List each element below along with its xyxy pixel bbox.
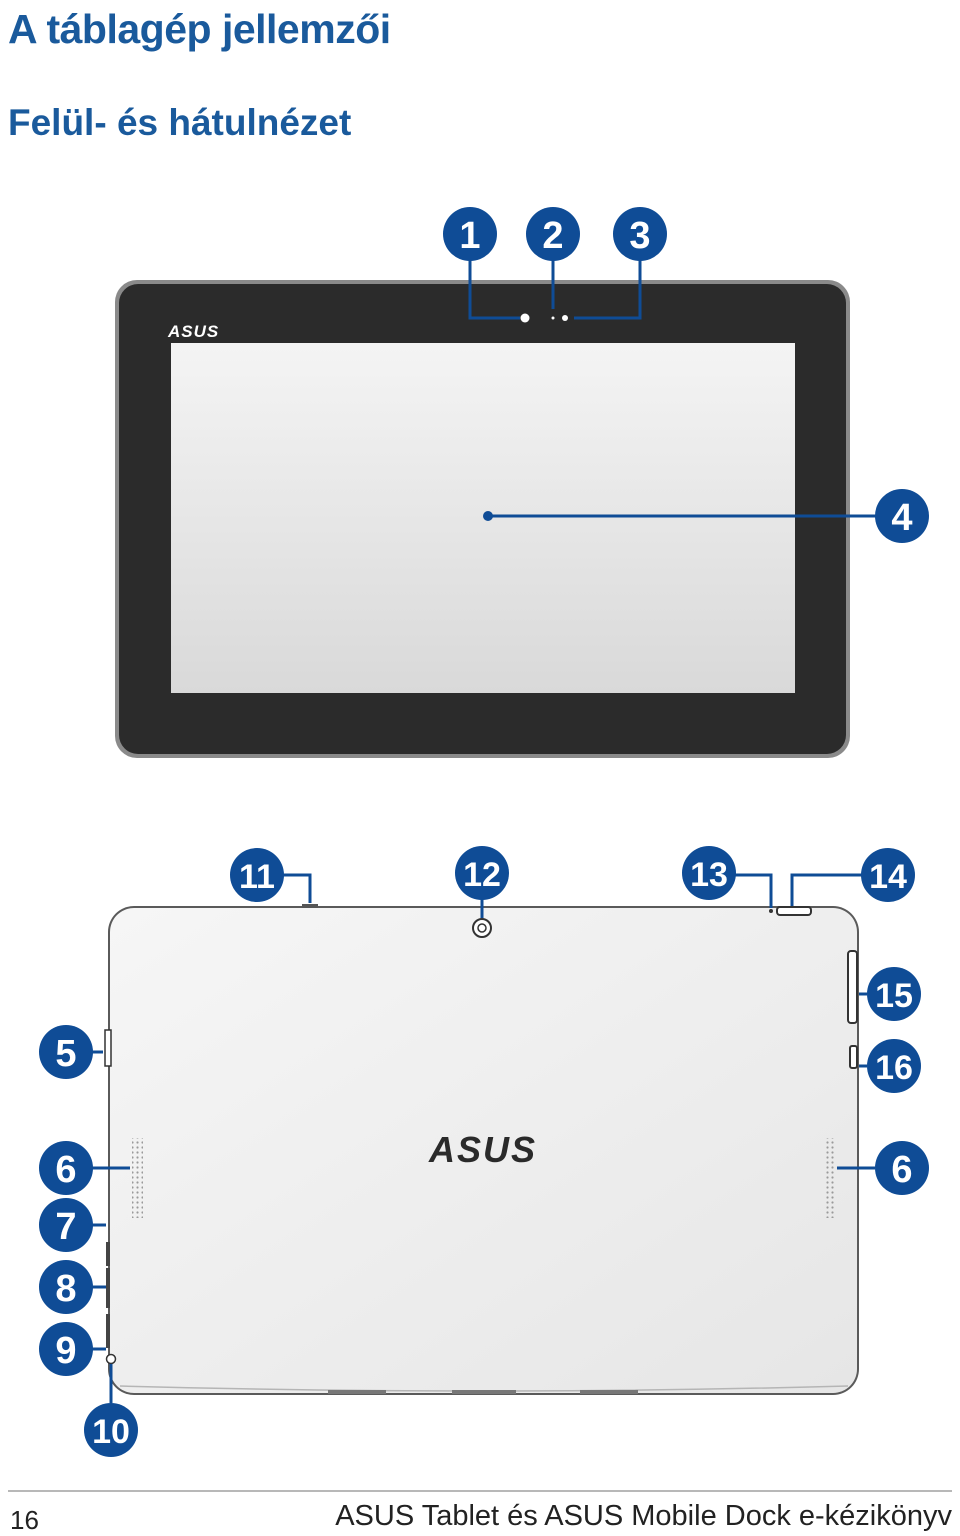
- callout-9: 9: [39, 1322, 93, 1376]
- callout-13: 13: [682, 846, 736, 900]
- card-slot: [106, 1314, 110, 1348]
- dock-slot-right: [580, 1390, 638, 1394]
- svg-text:16: 16: [875, 1049, 913, 1087]
- callout-5: 5: [39, 1025, 93, 1079]
- footer-document-title: ASUS Tablet és ASUS Mobile Dock e-kézikö…: [335, 1500, 952, 1532]
- callout-8: 8: [39, 1260, 93, 1314]
- micro-usb-port: [106, 1242, 110, 1266]
- screen-pointer-dot: [483, 511, 493, 521]
- callout-14: 14: [861, 848, 915, 902]
- callout-15: 15: [867, 967, 921, 1021]
- hdmi-port: [106, 1268, 110, 1308]
- section-subtitle: Felül- és hátulnézet: [8, 102, 352, 143]
- svg-text:13: 13: [690, 856, 728, 894]
- leader-line-13: [735, 873, 773, 908]
- footer-divider: [8, 1490, 952, 1492]
- svg-text:8: 8: [55, 1268, 76, 1310]
- leader-line-3: [574, 258, 642, 320]
- svg-text:14: 14: [869, 858, 907, 896]
- svg-text:5: 5: [55, 1033, 76, 1075]
- rear-panel: [110, 908, 857, 1393]
- microphone-hole: [302, 904, 318, 908]
- leader-line-1: [468, 258, 520, 320]
- rear-camera: [472, 918, 492, 938]
- left-side-slot: [104, 1029, 112, 1067]
- leader-line-14: [790, 873, 862, 906]
- callout-7: 7: [39, 1198, 93, 1252]
- front-asus-logo: ASUS: [167, 322, 219, 341]
- callout-4: 4: [875, 489, 929, 543]
- rear-asus-logo: ASUS: [428, 1129, 537, 1170]
- leader-lines: [92, 258, 877, 1403]
- callout-11: 11: [230, 848, 284, 902]
- page-title: A táblagép jellemzői: [8, 6, 391, 52]
- callout-2: 2: [526, 207, 580, 261]
- callout-3: 3: [613, 207, 667, 261]
- svg-text:9: 9: [55, 1330, 76, 1372]
- callout-1: 1: [443, 207, 497, 261]
- svg-text:12: 12: [463, 856, 501, 894]
- callout-6-left: 6: [39, 1141, 93, 1195]
- svg-text:1: 1: [459, 215, 480, 257]
- callout-6-right: 6: [875, 1141, 929, 1195]
- svg-text:7: 7: [55, 1206, 76, 1248]
- light-sensor-dot: [551, 316, 555, 320]
- rear-camera-lens: [477, 923, 487, 933]
- tablet-rear-view: ASUS: [104, 904, 859, 1395]
- callout-10: 10: [84, 1403, 138, 1457]
- reset-pinhole: [769, 909, 773, 913]
- leader-line-11: [283, 873, 312, 903]
- audio-jack: [105, 1353, 117, 1365]
- svg-text:2: 2: [542, 215, 563, 257]
- front-camera-dot: [520, 313, 530, 323]
- svg-text:6: 6: [891, 1149, 912, 1191]
- svg-text:4: 4: [891, 497, 912, 539]
- tablet-front-view: ASUS: [115, 280, 850, 758]
- power-button: [776, 906, 812, 916]
- svg-text:15: 15: [875, 977, 913, 1015]
- svg-text:3: 3: [629, 215, 650, 257]
- dock-slot-left: [328, 1390, 386, 1394]
- right-side-slot: [849, 1045, 858, 1069]
- svg-text:11: 11: [239, 858, 275, 896]
- page-number: 16: [10, 1505, 39, 1535]
- camera-indicator-dot: [562, 315, 568, 321]
- svg-text:10: 10: [92, 1413, 130, 1451]
- speaker-grille-left: [132, 1138, 143, 1218]
- callout-16: 16: [867, 1039, 921, 1093]
- callout-12: 12: [455, 846, 509, 900]
- volume-button: [847, 950, 858, 1024]
- touch-screen: [171, 343, 795, 693]
- speaker-grille-right: [824, 1138, 835, 1218]
- svg-text:6: 6: [55, 1149, 76, 1191]
- dock-slot-center: [452, 1390, 516, 1394]
